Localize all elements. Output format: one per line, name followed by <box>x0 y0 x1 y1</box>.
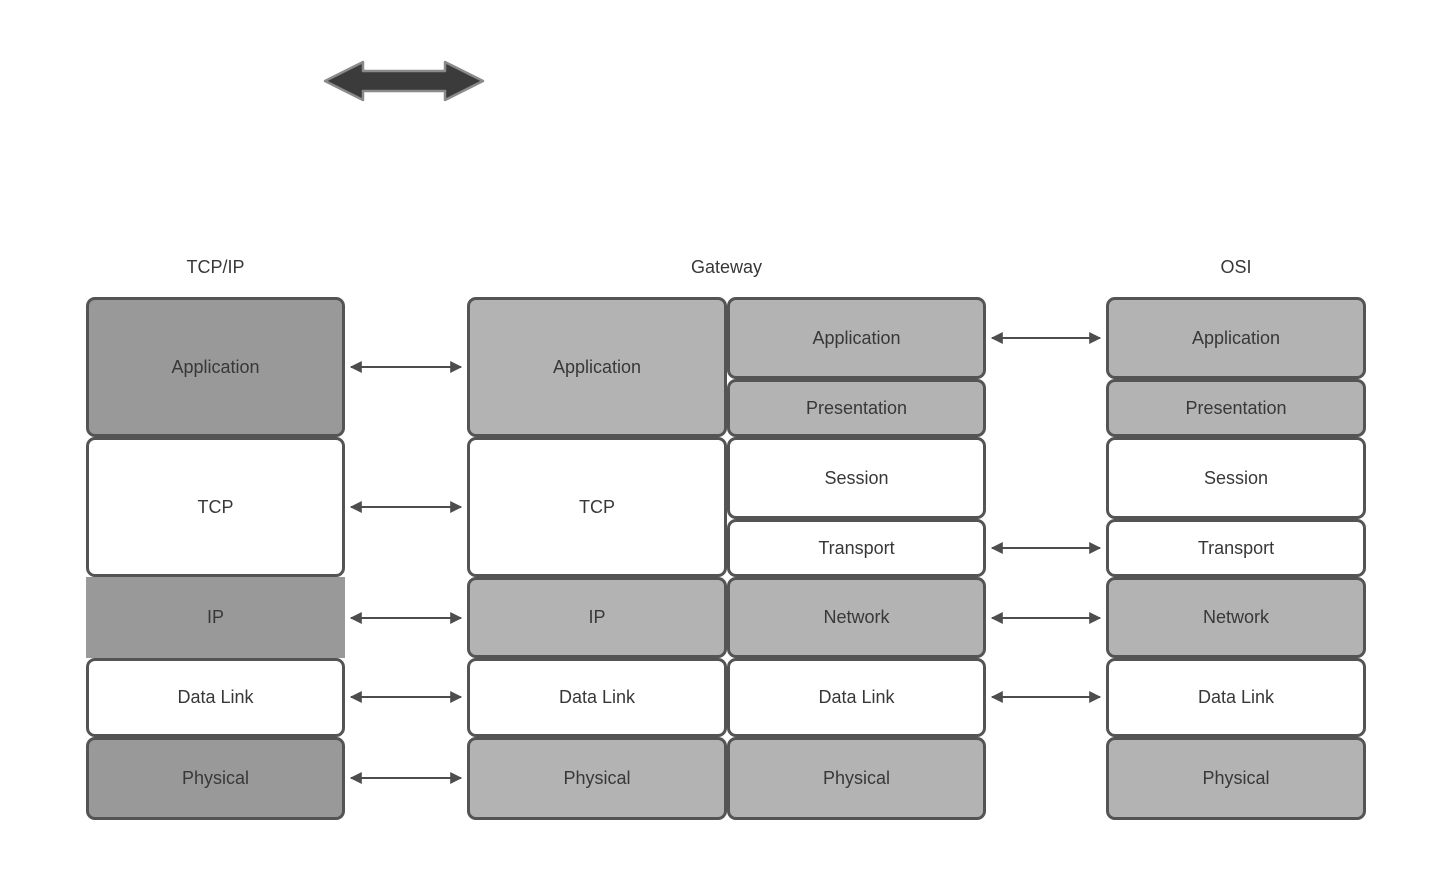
gateway-right-layer-transport: Transport <box>727 519 986 577</box>
tcpip-column-header: TCP/IP <box>186 257 245 277</box>
osi-layer-physical: Physical <box>1106 737 1366 820</box>
tcpip-layer-tcp: TCP <box>86 437 345 577</box>
osi-layer-presentation: Presentation <box>1106 379 1366 437</box>
gateway-left-layer-ip: IP <box>467 577 727 658</box>
gateway-left-layer-application: Application <box>467 297 727 437</box>
tcpip-layer-ip: IP <box>86 577 345 658</box>
tcpip-layer-application: Application <box>86 297 345 437</box>
osi-layer-session: Session <box>1106 437 1366 519</box>
osi-stack: Application Presentation Session Transpo… <box>1106 0 1366 880</box>
osi-layer-application: Application <box>1106 297 1366 379</box>
gateway-left-layer-physical: Physical <box>467 737 727 820</box>
gateway-right-layer-physical: Physical <box>727 737 986 820</box>
osi-layer-network: Network <box>1106 577 1366 658</box>
tcpip-layer-physical: Physical <box>86 737 345 820</box>
gateway-right-layer-network: Network <box>727 577 986 658</box>
osi-layer-transport: Transport <box>1106 519 1366 577</box>
tcpip-layer-data-link: Data Link <box>86 658 345 737</box>
tcpip-stack: Application TCP IP Data Link Physical <box>86 0 345 880</box>
gateway-left-layer-tcp: TCP <box>467 437 727 577</box>
gateway-right-layer-application: Application <box>727 297 986 379</box>
gateway-right-layer-data-link: Data Link <box>727 658 986 737</box>
gateway-left-stack: Application TCP IP Data Link Physical <box>467 0 727 880</box>
gateway-column-header: Gateway <box>690 257 763 277</box>
osi-column-header: OSI <box>1220 257 1252 277</box>
gateway-right-stack: Application Presentation Session Transpo… <box>727 0 986 880</box>
gateway-right-layer-presentation: Presentation <box>727 379 986 437</box>
gateway-left-layer-data-link: Data Link <box>467 658 727 737</box>
osi-layer-data-link: Data Link <box>1106 658 1366 737</box>
thick-double-arrow-icon <box>323 60 485 102</box>
gateway-right-layer-session: Session <box>727 437 986 519</box>
